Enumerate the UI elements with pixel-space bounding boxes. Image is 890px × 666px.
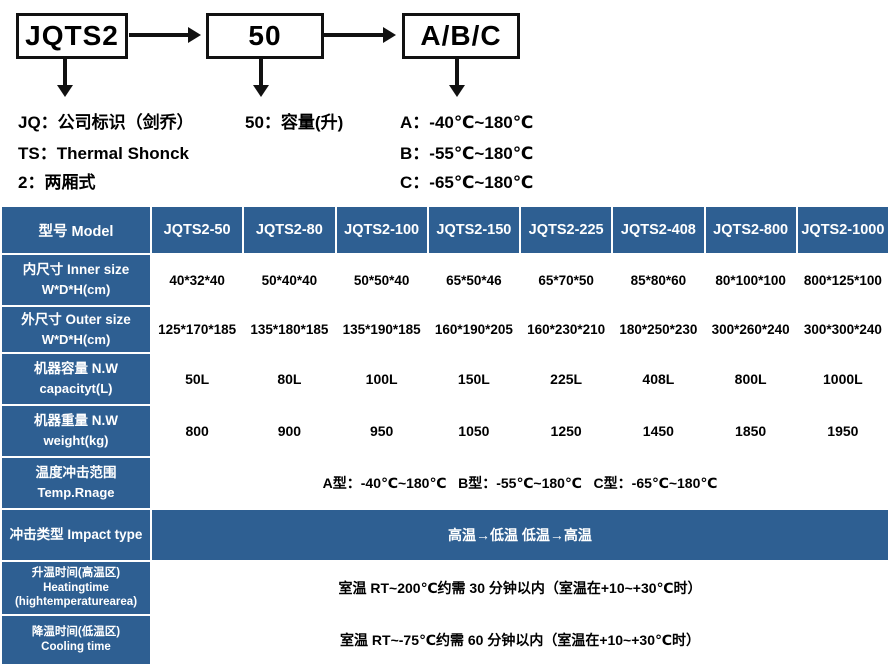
row-label-zh: 降温时间(低温区) xyxy=(31,626,121,639)
column-header: JQTS2-1000 xyxy=(797,207,888,253)
row-label-cooling-time: 降温时间(低温区) Cooling time xyxy=(2,616,150,664)
column-header: JQTS2-150 xyxy=(428,207,519,253)
cell-weight: 1250 xyxy=(521,406,612,456)
column-header: JQTS2-408 xyxy=(613,207,704,253)
table-row-capacity: 机器容量 N.W capacityt(L) 50L 80L 100L 150L … xyxy=(2,354,888,404)
cell-outer-size: 300*300*240 xyxy=(797,307,888,352)
row-label-zh: 升温时间(高温区) xyxy=(31,566,121,579)
down-arrow-icon xyxy=(449,59,465,97)
cell-capacity: 100L xyxy=(336,354,427,404)
column-header: JQTS2-800 xyxy=(705,207,796,253)
cell-capacity: 225L xyxy=(521,354,612,404)
column-header: JQTS2-50 xyxy=(152,207,243,253)
row-label-temp-range: 温度冲击范围 Temp.Rnage xyxy=(2,458,150,508)
cell-weight: 1850 xyxy=(705,406,796,456)
cell-weight: 1950 xyxy=(797,406,888,456)
legend-ts: TS：Thermal Shonck xyxy=(18,144,189,163)
table-row-weight: 机器重量 N.W weight(kg) 800 900 950 1050 125… xyxy=(2,406,888,456)
cell-weight: 1450 xyxy=(613,406,704,456)
row-label-en: Heatingtime xyxy=(43,581,109,594)
row-label-zh: 内尺寸 Inner size xyxy=(22,262,130,278)
cell-outer-size: 125*170*185 xyxy=(152,307,243,352)
cell-inner-size: 800*125*100 xyxy=(797,255,888,305)
cell-weight: 1050 xyxy=(428,406,519,456)
down-arrow-icon xyxy=(253,59,269,97)
row-label-weight: 机器重量 N.W weight(kg) xyxy=(2,406,150,456)
table-header-row: 型号 Model JQTS2-50 JQTS2-80 JQTS2-100 JQT… xyxy=(2,207,888,253)
cell-inner-size: 65*70*50 xyxy=(521,255,612,305)
cell-temp-range: A型：-40℃~180℃ B型：-55℃~180℃ C型：-65℃~180℃ xyxy=(152,458,888,508)
cell-outer-size: 135*180*185 xyxy=(244,307,335,352)
table-row-impact-type: 冲击类型 Impact type 高温→低温 低温→高温 xyxy=(2,510,888,560)
model-code-box-capacity: 50 xyxy=(206,13,324,59)
table-row-temp-range: 温度冲击范围 Temp.Rnage A型：-40℃~180℃ B型：-55℃~1… xyxy=(2,458,888,508)
row-label-en: capacityt(L) xyxy=(39,381,113,397)
cell-heating-time: 室温 RT~200℃约需 30 分钟以内（室温在+10~+30℃时） xyxy=(152,562,888,614)
down-arrow-icon xyxy=(57,59,73,97)
cell-capacity: 408L xyxy=(613,354,704,404)
cell-inner-size: 50*40*40 xyxy=(244,255,335,305)
column-header: JQTS2-100 xyxy=(336,207,427,253)
legend-2: 2：两厢式 xyxy=(18,173,96,192)
right-arrow-icon xyxy=(324,27,396,43)
row-label-en: Cooling time xyxy=(41,641,111,653)
table-row-inner-size: 内尺寸 Inner size W*D*H(cm) 40*32*40 50*40*… xyxy=(2,255,888,305)
row-label-en: W*D*H(cm) xyxy=(41,331,111,347)
cell-weight: 900 xyxy=(244,406,335,456)
row-label-zh: 温度冲击范围 xyxy=(35,465,117,481)
row-label-heating-time: 升温时间(高温区) Heatingtime (hightemperaturear… xyxy=(2,562,150,614)
row-label-outer-size: 外尺寸 Outer size W*D*H(cm) xyxy=(2,307,150,352)
legend-type-a: A：-40℃~180℃ xyxy=(400,113,534,132)
cell-capacity: 150L xyxy=(428,354,519,404)
spec-table: 型号 Model JQTS2-50 JQTS2-80 JQTS2-100 JQT… xyxy=(0,205,890,666)
cell-inner-size: 80*100*100 xyxy=(705,255,796,305)
cell-outer-size: 160*230*210 xyxy=(521,307,612,352)
model-code-diagram: JQTS2 50 A/B/C JQ：公司标识（剑乔） 50：容量(升) A：-4… xyxy=(0,0,890,205)
right-arrow-icon xyxy=(129,27,201,43)
cell-cooling-time: 室温 RT~-75℃约需 60 分钟以内（室温在+10~+30℃时） xyxy=(152,616,888,664)
row-label-capacity: 机器容量 N.W capacityt(L) xyxy=(2,354,150,404)
table-row-cooling-time: 降温时间(低温区) Cooling time 室温 RT~-75℃约需 60 分… xyxy=(2,616,888,664)
cell-capacity: 50L xyxy=(152,354,243,404)
cell-inner-size: 50*50*40 xyxy=(336,255,427,305)
legend-jq: JQ：公司标识（剑乔） xyxy=(18,113,194,132)
cell-impact-type: 高温→低温 低温→高温 xyxy=(152,510,888,560)
cell-outer-size: 135*190*185 xyxy=(336,307,427,352)
row-label-en: Temp.Rnage xyxy=(37,485,115,501)
cell-outer-size: 160*190*205 xyxy=(428,307,519,352)
row-label-en: W*D*H(cm) xyxy=(41,282,111,298)
cell-inner-size: 40*32*40 xyxy=(152,255,243,305)
row-label-inner-size: 内尺寸 Inner size W*D*H(cm) xyxy=(2,255,150,305)
row-label-en: (hightemperaturearea) xyxy=(14,596,138,609)
table-row-outer-size: 外尺寸 Outer size W*D*H(cm) 125*170*185 135… xyxy=(2,307,888,352)
cell-capacity: 800L xyxy=(705,354,796,404)
column-header: JQTS2-225 xyxy=(521,207,612,253)
row-label-zh: 外尺寸 Outer size xyxy=(21,311,131,327)
legend-type-c: C：-65℃~180℃ xyxy=(400,173,534,192)
model-code-box-series: JQTS2 xyxy=(16,13,128,59)
cell-weight: 800 xyxy=(152,406,243,456)
cell-weight: 950 xyxy=(336,406,427,456)
legend-type-b: B：-55℃~180℃ xyxy=(400,144,534,163)
row-label-zh: 机器重量 N.W xyxy=(34,413,118,429)
column-header: JQTS2-80 xyxy=(244,207,335,253)
cell-inner-size: 65*50*46 xyxy=(428,255,519,305)
model-code-box-type: A/B/C xyxy=(402,13,520,59)
legend-capacity: 50：容量(升) xyxy=(245,113,344,132)
row-label-en: weight(kg) xyxy=(43,433,109,449)
cell-outer-size: 180*250*230 xyxy=(613,307,704,352)
column-header-model: 型号 Model xyxy=(2,207,150,253)
cell-capacity: 1000L xyxy=(797,354,888,404)
cell-inner-size: 85*80*60 xyxy=(613,255,704,305)
cell-outer-size: 300*260*240 xyxy=(705,307,796,352)
row-label-zh: 机器容量 N.W xyxy=(34,361,118,377)
table-row-heating-time: 升温时间(高温区) Heatingtime (hightemperaturear… xyxy=(2,562,888,614)
row-label-impact-type: 冲击类型 Impact type xyxy=(2,510,150,560)
cell-capacity: 80L xyxy=(244,354,335,404)
